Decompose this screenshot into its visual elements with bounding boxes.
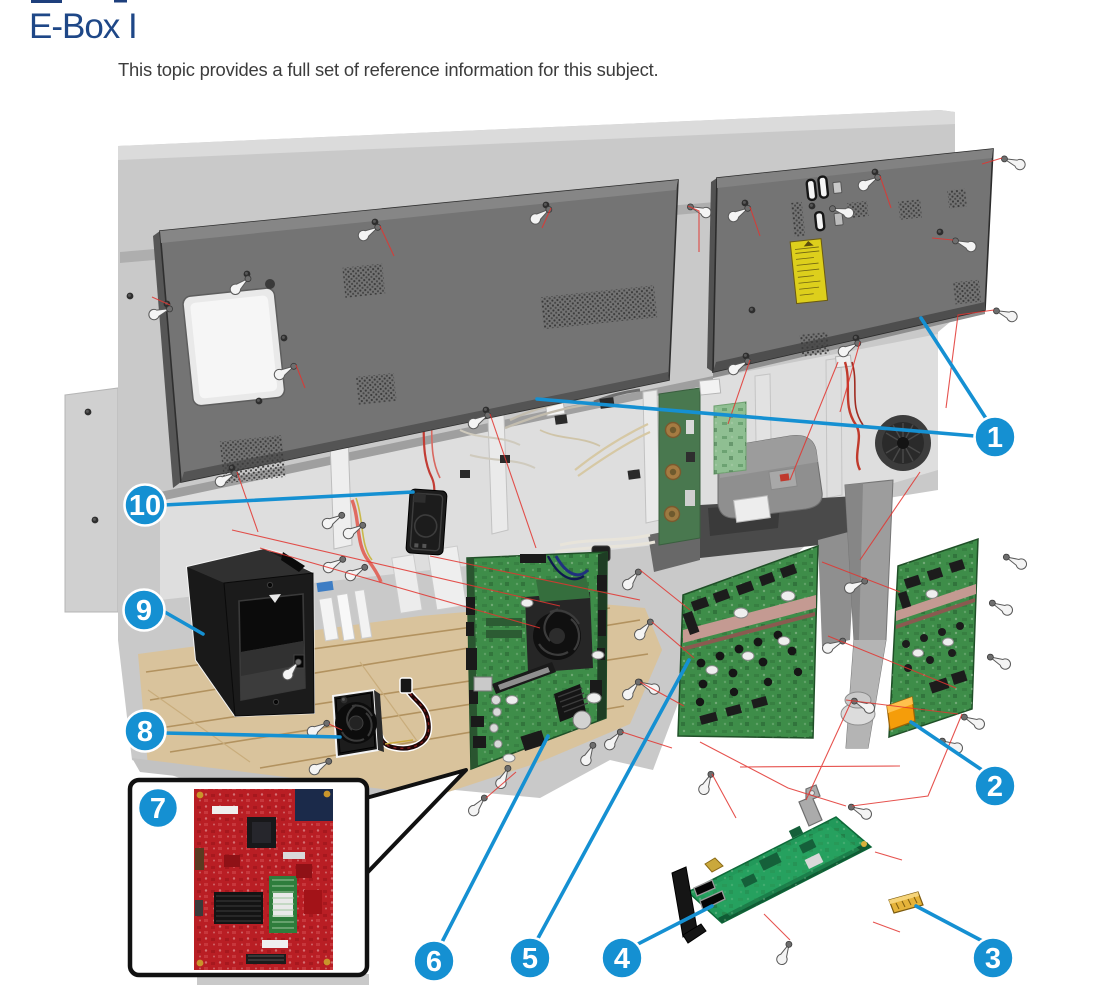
svg-text:2: 2: [987, 771, 1003, 803]
svg-text:6: 6: [426, 946, 442, 978]
svg-text:1: 1: [987, 422, 1003, 454]
svg-text:3: 3: [985, 943, 1001, 975]
svg-text:9: 9: [136, 595, 152, 627]
svg-text:8: 8: [137, 716, 153, 748]
svg-text:This topic provides a full set: This topic provides a full set of refere…: [118, 59, 658, 80]
svg-text:10: 10: [129, 490, 161, 522]
svg-text:4: 4: [614, 943, 630, 975]
svg-text:E-Box I: E-Box I: [29, 7, 137, 46]
svg-text:7: 7: [150, 793, 166, 825]
svg-text:5: 5: [522, 943, 538, 975]
